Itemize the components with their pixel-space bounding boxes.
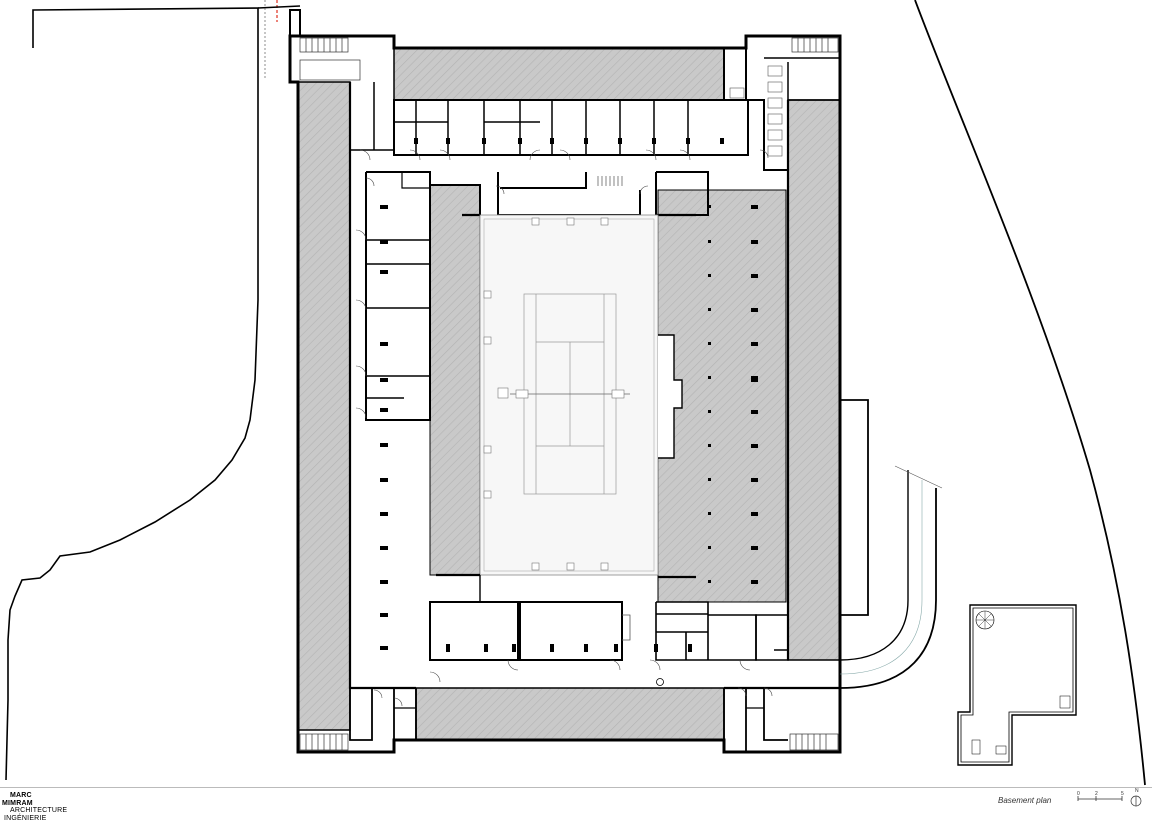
logo-line-1: MARC	[10, 792, 67, 800]
north-label: N	[1135, 788, 1139, 794]
scale-tick-5: 5	[1121, 791, 1124, 797]
plan-caption: Basement plan	[998, 796, 1051, 805]
logo-line-4: INGÉNIERIE	[4, 815, 67, 822]
scale-tick-0: 0	[1077, 791, 1080, 797]
site-boundary-left	[6, 8, 258, 780]
site-boundary-right	[915, 0, 1145, 785]
scale-tick-2: 2	[1095, 791, 1098, 797]
logo-line-2: MIMRAM	[2, 800, 67, 808]
scale-bar	[1074, 789, 1144, 811]
logo: MARC MIMRAM ARCHITECTURE INGÉNIERIE	[0, 792, 67, 822]
annex-building	[958, 605, 1076, 765]
logo-line-3: ARCHITECTURE	[10, 807, 67, 815]
footer-divider	[0, 787, 1152, 788]
